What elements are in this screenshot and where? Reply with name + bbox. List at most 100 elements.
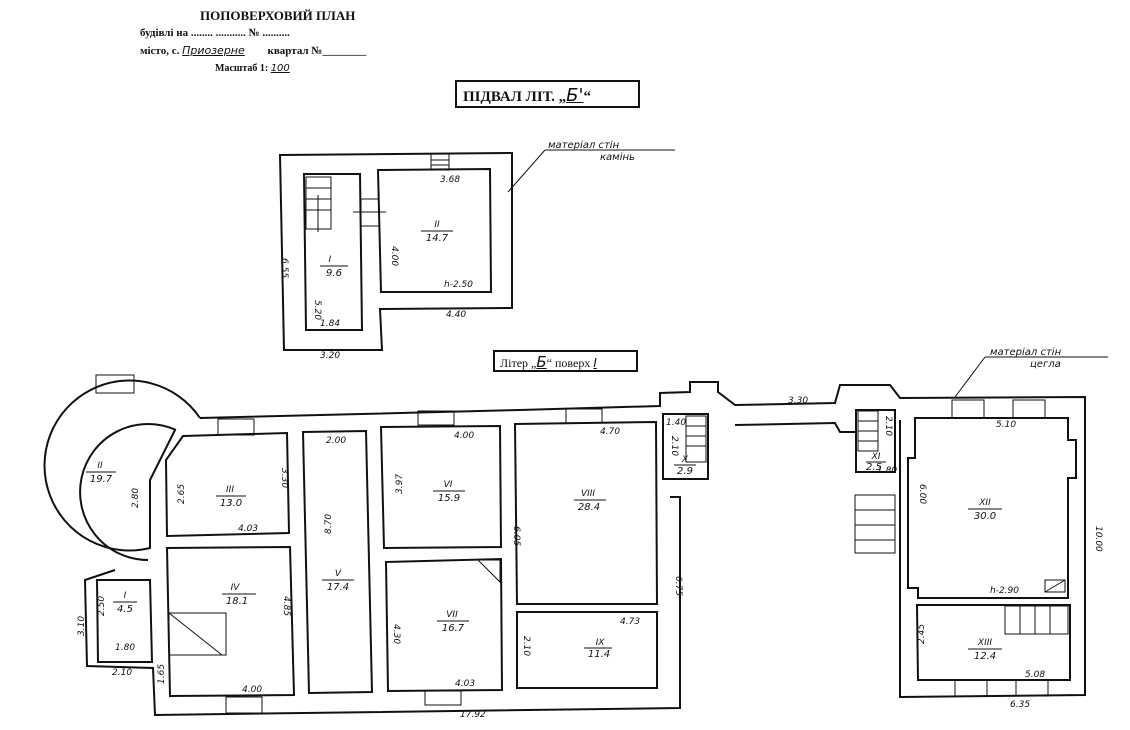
dimension: 4.00 — [242, 685, 262, 695]
dimension: 4.85 — [281, 596, 291, 616]
dimension: 1.40 — [666, 418, 686, 428]
room-number: III — [226, 485, 234, 495]
dimension: 3.97 — [395, 474, 405, 494]
stove-icon — [168, 559, 1066, 656]
dimension: 3.68 — [440, 175, 460, 185]
room-1 — [95, 579, 154, 663]
room-5 — [301, 429, 374, 695]
building-line: будівлі на ........ ........... № ......… — [140, 27, 290, 39]
leader-line — [954, 356, 986, 398]
scale-label: Масштаб 1: — [215, 63, 269, 74]
dimension: 4.03 — [238, 524, 258, 534]
floor-title: Літер „Б“ поверх I — [493, 350, 638, 372]
basement-outer-wall — [278, 151, 513, 351]
door-icon — [353, 198, 386, 227]
room-area: 13.0 — [220, 498, 242, 509]
basement-title-suffix: “ — [583, 89, 591, 105]
outer-wall — [83, 496, 681, 717]
dimension: 1.84 — [320, 319, 340, 329]
dimension: 2.00 — [326, 436, 346, 446]
dimension: 3.20 — [320, 351, 340, 361]
dimension: 3.30 — [279, 468, 289, 488]
dimension: h-2.50 — [444, 280, 473, 290]
room-12 — [907, 417, 1077, 599]
dimension: 4.03 — [455, 679, 475, 689]
room-area: 19.7 — [90, 474, 113, 485]
room-4 — [165, 545, 296, 698]
room-number: XIII — [977, 638, 992, 648]
round-room-inner — [79, 423, 177, 561]
dimension: 6.75 — [673, 576, 683, 596]
room-3 — [164, 431, 291, 538]
room-6 — [379, 424, 503, 550]
leader-line — [507, 149, 546, 193]
room-13 — [915, 604, 1071, 681]
dimension: 6.55 — [279, 258, 289, 278]
room-area: 16.7 — [442, 623, 465, 634]
room-area: 15.9 — [438, 493, 460, 504]
dimension: h-2.90 — [990, 586, 1019, 596]
room-number: VII — [446, 610, 458, 620]
room-area: 18.1 — [226, 596, 248, 607]
dimension: 2.10 — [521, 636, 531, 656]
dimension: 5.08 — [1025, 670, 1045, 680]
room-number: IX — [596, 638, 606, 648]
room-area: 12.4 — [974, 651, 996, 662]
room-8 — [513, 420, 659, 605]
dimension: 6.05 — [511, 526, 521, 546]
scale-value: 100 — [270, 63, 290, 74]
room-area: 28.4 — [578, 502, 600, 513]
outer-wall — [199, 381, 1086, 699]
room-number: I — [329, 255, 332, 265]
basement-room-2 — [376, 167, 493, 293]
dimension: 4.30 — [391, 624, 401, 644]
dimension: 6.00 — [917, 484, 927, 504]
window-icon — [95, 374, 1049, 714]
room-number: VIII — [581, 489, 595, 499]
room-number: XI — [871, 452, 881, 462]
basement-room-1 — [302, 173, 364, 331]
basement-title: ПІДВАЛ ЛІТ. „Б'“ — [455, 80, 640, 108]
dimension: 4.73 — [620, 617, 640, 627]
room-number: V — [335, 569, 342, 579]
room-11 — [855, 409, 896, 473]
dimension: 2.45 — [917, 624, 927, 644]
dimension: 4.40 — [446, 310, 466, 320]
room-10 — [662, 413, 709, 480]
stair-icon — [305, 176, 332, 232]
basement-letter: Б' — [566, 85, 584, 106]
round-room-wall — [43, 379, 201, 552]
room-number: II — [97, 461, 103, 471]
dimension: 2.10 — [112, 668, 132, 678]
floor-number: I — [593, 356, 597, 370]
plan-title: ПОПОВЕРХОВИЙ ПЛАН — [200, 8, 356, 23]
scale-line: Масштаб 1: 100 — [215, 63, 290, 74]
dimension: 10.00 — [1093, 526, 1103, 552]
dimension: 2.65 — [177, 484, 187, 504]
room-area: 30.0 — [974, 511, 996, 522]
dimensions: 2.80 2.65 3.30 4.03 2.00 8.70 4.00 3.97 … — [77, 396, 1103, 720]
city-label: місто, с. — [140, 45, 180, 57]
window-icon — [430, 153, 450, 171]
dimension: 8.70 — [324, 514, 334, 534]
dimension: 17.92 — [460, 710, 486, 720]
floor-title-prefix: Літер „ — [500, 356, 537, 370]
room-number: I — [124, 591, 127, 601]
basement-title-prefix: ПІДВАЛ ЛІТ. „ — [463, 89, 567, 105]
dimension: 2.10 — [883, 416, 893, 436]
room-9 — [516, 611, 658, 689]
wall-material-value: цегла — [1030, 359, 1061, 370]
room-area: 2.5 — [866, 462, 882, 473]
room-number: IV — [231, 583, 241, 593]
dimension: 3.30 — [788, 396, 808, 406]
room-area: 2.9 — [677, 466, 693, 477]
basement-plan: матеріал стін камінь I 9.6 II 14.7 3.68 … — [278, 139, 675, 361]
room-area: 4.5 — [117, 604, 133, 615]
floor-letter: Б — [536, 353, 547, 371]
corridor-wall — [734, 421, 855, 433]
quarter-label: квартал № — [267, 45, 323, 57]
dimension: 6.35 — [1010, 700, 1030, 710]
floor1-plan: матеріал стін цегла — [43, 346, 1108, 717]
room-7 — [384, 557, 504, 693]
